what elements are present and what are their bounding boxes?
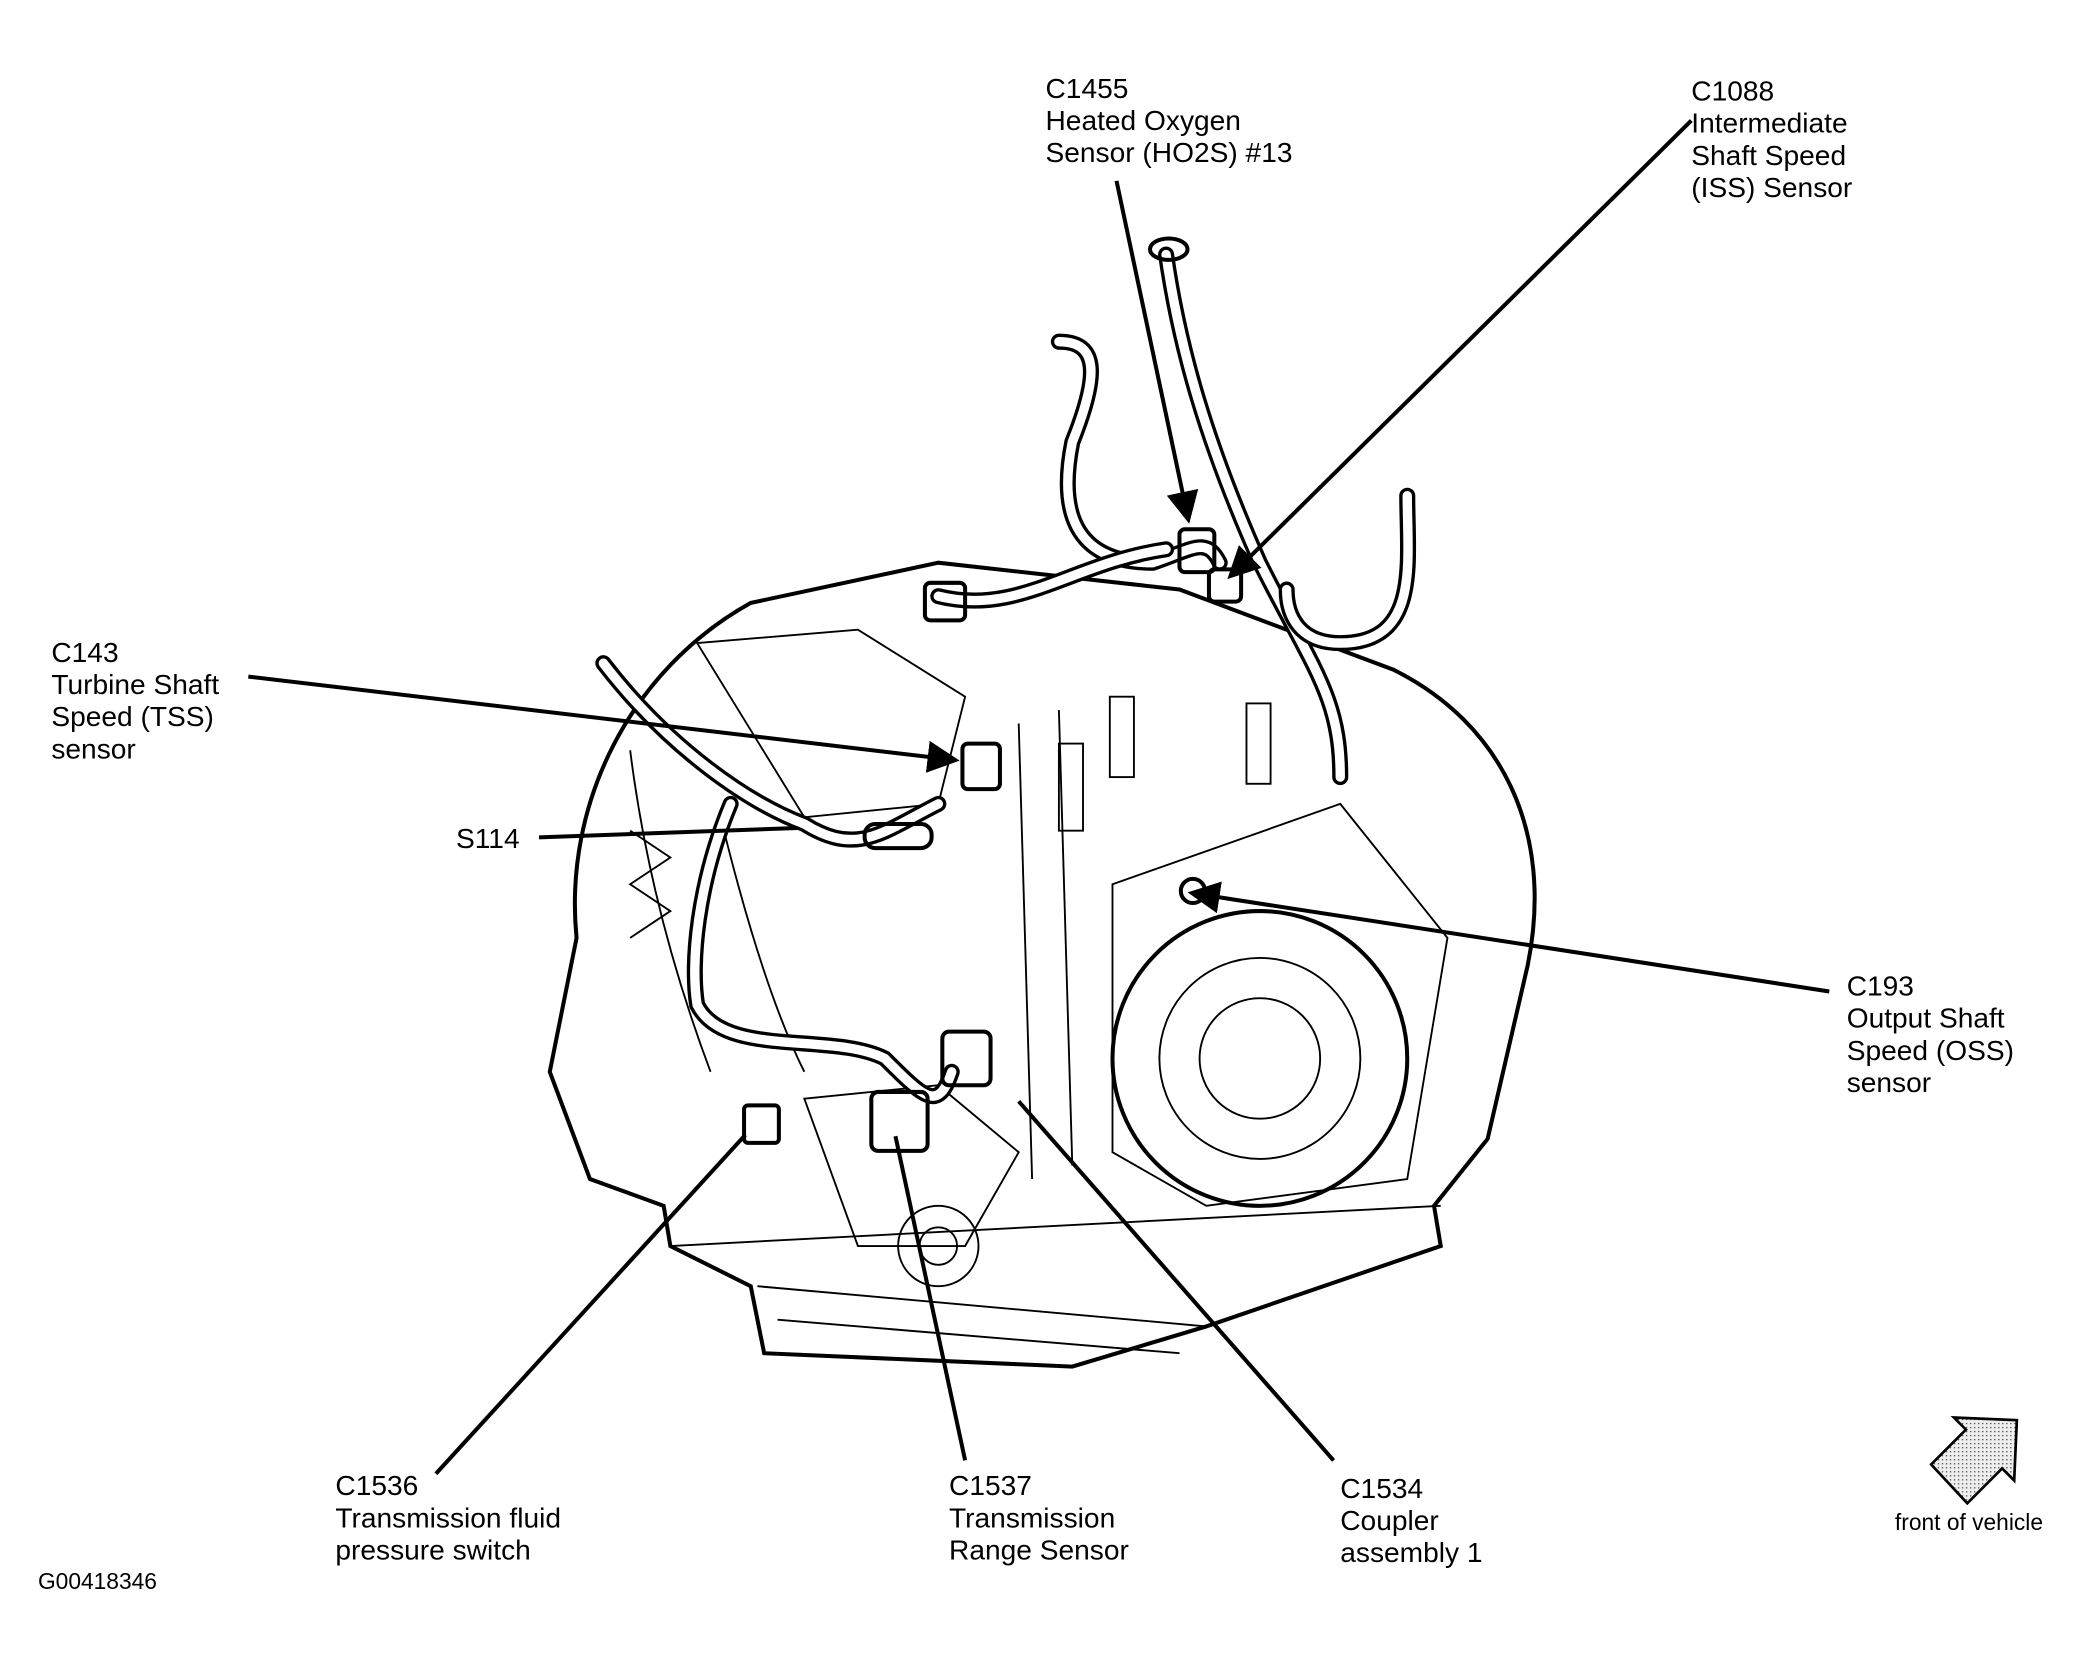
- leader-s114: [538, 825, 798, 840]
- leader-c1455: [1114, 180, 1199, 524]
- leader-c193: [1187, 881, 1830, 994]
- leader-c1537: [893, 1135, 968, 1461]
- figure-id: G00418346: [38, 1568, 157, 1594]
- callout-c1534: C1534 Coupler assembly 1: [1340, 1473, 1482, 1568]
- arrow-up-right-icon: [1929, 1416, 2019, 1506]
- callout-c1536: C1536 Transmission fluid pressure switch: [335, 1470, 568, 1565]
- leader-c1088: [1227, 119, 1693, 580]
- leader-c1536: [434, 1133, 747, 1476]
- leader-lines: [248, 119, 1830, 1476]
- leader-c1534: [1017, 1099, 1336, 1462]
- callout-c1537: C1537 Transmission Range Sensor: [949, 1470, 1129, 1565]
- callout-c1455: C1455 Heated Oxygen Sensor (HO2S) #13: [1046, 73, 1293, 168]
- front-of-vehicle-label: front of vehicle: [1895, 1509, 2043, 1535]
- leader-c143: [248, 674, 960, 773]
- transmission-illustration: [547, 236, 1537, 1369]
- callout-s114: S114: [456, 823, 520, 854]
- callout-c193: C193 Output Shaft Speed (OSS) sensor: [1847, 970, 2022, 1097]
- callout-c143: C143 Turbine Shaft Speed (TSS) sensor: [51, 637, 227, 764]
- callout-c1088: C1088 Intermediate Shaft Speed (ISS) Sen…: [1691, 75, 1855, 202]
- front-of-vehicle-indicator: front of vehicle: [1895, 1416, 2043, 1535]
